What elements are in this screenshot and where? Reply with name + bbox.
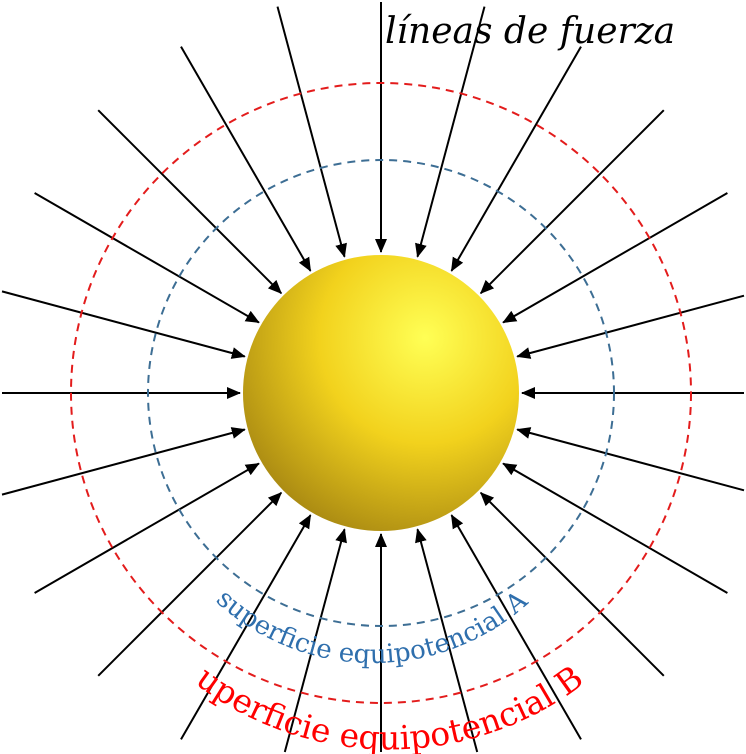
field-line-arrow — [502, 192, 728, 324]
field-line-arrow — [97, 109, 283, 295]
field-line-arrow — [479, 491, 665, 677]
field-line-arrow — [516, 427, 745, 492]
field-line-arrow — [97, 491, 283, 677]
field-line-arrow — [180, 46, 312, 272]
field-line-arrow — [34, 192, 260, 324]
field-line-arrow — [479, 109, 665, 295]
field-line-arrow — [415, 528, 479, 753]
field-line-arrow — [502, 462, 728, 594]
field-line-arrow — [283, 528, 347, 753]
field-line-arrow — [450, 514, 582, 740]
field-line-arrow — [1, 290, 246, 359]
surface-a-label-path: superficie equipotencial A — [210, 584, 534, 670]
field-line-arrow — [450, 46, 582, 272]
field-line-arrow — [180, 514, 312, 740]
field-line-arrow — [276, 6, 347, 258]
diagram-title: líneas de fuerza — [385, 11, 675, 52]
field-line-arrow — [516, 294, 745, 359]
surface-a-label: superficie equipotencial A — [210, 584, 534, 670]
equipotential-surface-b — [70, 82, 692, 704]
equipotential-surface-a — [147, 159, 615, 627]
charged-sphere — [243, 255, 519, 531]
field-line-arrow — [415, 6, 486, 258]
field-line-arrow — [34, 462, 260, 594]
field-line-arrow — [1, 427, 246, 496]
